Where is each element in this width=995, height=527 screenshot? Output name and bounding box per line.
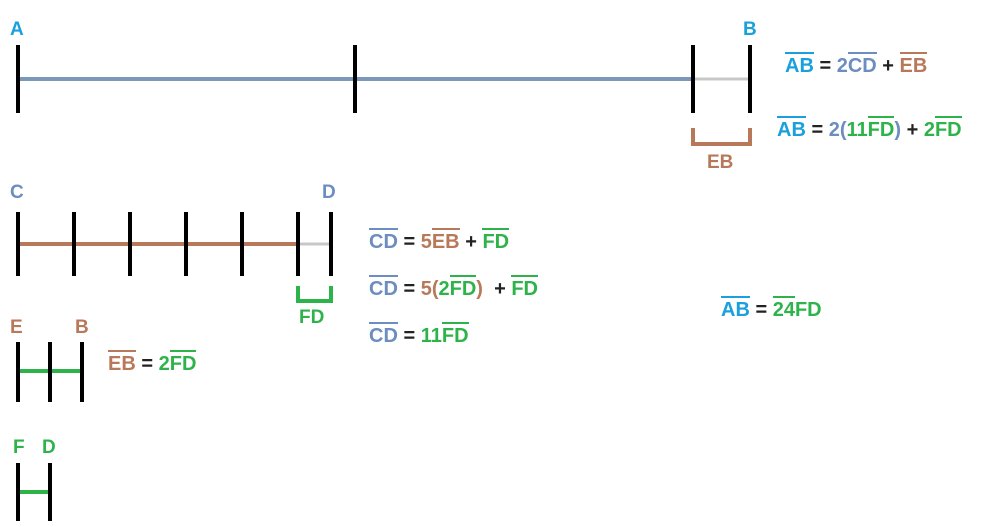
eq-lhs: CD (369, 322, 398, 347)
equation-ab-1: AB = 2CD + EB (785, 52, 928, 77)
equation-cd-2: CD = 5(2FD) + FD (369, 275, 539, 300)
eq-plus: + (494, 278, 506, 300)
point-label-c: C (10, 182, 24, 203)
eq-term: CD (847, 52, 877, 77)
eb-bracket (691, 128, 752, 146)
eq-term: EB (899, 52, 928, 77)
eq-lhs: CD (369, 228, 398, 253)
eq-equals: = (403, 325, 416, 347)
eq-coef: 24 (772, 296, 795, 321)
eq-paren-close: ) (894, 119, 901, 141)
equation-cd-3: CD = 11FD (369, 322, 469, 347)
eq-term: EB (431, 228, 460, 253)
eq-coef: 11 (420, 325, 442, 347)
eq-term: FD (441, 322, 469, 347)
eq-lhs: EB (108, 350, 136, 375)
eq-inner-term: FD (449, 275, 477, 300)
point-label-d: D (322, 182, 336, 203)
eq-inner-coef: 11 (846, 119, 868, 141)
eq-paren-open: ( (431, 278, 439, 300)
eq-plus: + (882, 55, 894, 77)
eq-term: FD (934, 116, 962, 141)
eq-lhs: CD (369, 275, 398, 300)
eq-term: FD (482, 228, 510, 253)
eq-term: FD (794, 299, 822, 321)
eq-lhs: AB (777, 116, 806, 141)
eq-term: FD (169, 350, 197, 375)
eq-inner-term: FD (867, 116, 895, 141)
point-label-f: F (13, 437, 25, 458)
eb-bracket-label: EB (707, 152, 734, 173)
point-label-d-small: D (42, 437, 56, 458)
point-label-e: E (10, 317, 23, 338)
eq-coef: 2 (923, 119, 935, 141)
eq-equals: = (403, 278, 416, 300)
eq-term: FD (511, 275, 539, 300)
equation-ab-2: AB = 2(11FD) + 2FD (777, 116, 962, 141)
eq-coef: 5 (420, 278, 432, 300)
eq-equals: = (819, 55, 832, 77)
point-label-b: B (743, 19, 757, 40)
fd-bracket-label: FD (299, 307, 325, 328)
fd-bracket (296, 286, 333, 303)
eq-equals: = (755, 299, 768, 321)
eq-coef: 2 (158, 353, 170, 375)
eq-equals: = (811, 119, 824, 141)
eq-plus: + (465, 231, 477, 253)
eq-lhs: AB (721, 296, 750, 321)
eq-plus: + (906, 119, 919, 141)
equation-cd-1: CD = 5EB + FD (369, 228, 510, 253)
equation-eb-1: EB = 2FD (108, 350, 197, 375)
eq-paren-close: ) (476, 278, 483, 300)
equation-ab-3: AB = 24FD (721, 296, 822, 321)
eq-coef: 2 (828, 119, 840, 141)
eq-equals: = (141, 353, 154, 375)
eq-paren-open: ( (839, 119, 847, 141)
eq-coef: 2 (836, 55, 848, 77)
point-label-b-small: B (75, 317, 89, 338)
eq-inner-coef: 2 (438, 278, 450, 300)
eq-lhs: AB (785, 52, 814, 77)
eq-coef: 5 (420, 231, 432, 253)
eq-equals: = (403, 231, 416, 253)
point-label-a: A (10, 19, 24, 40)
